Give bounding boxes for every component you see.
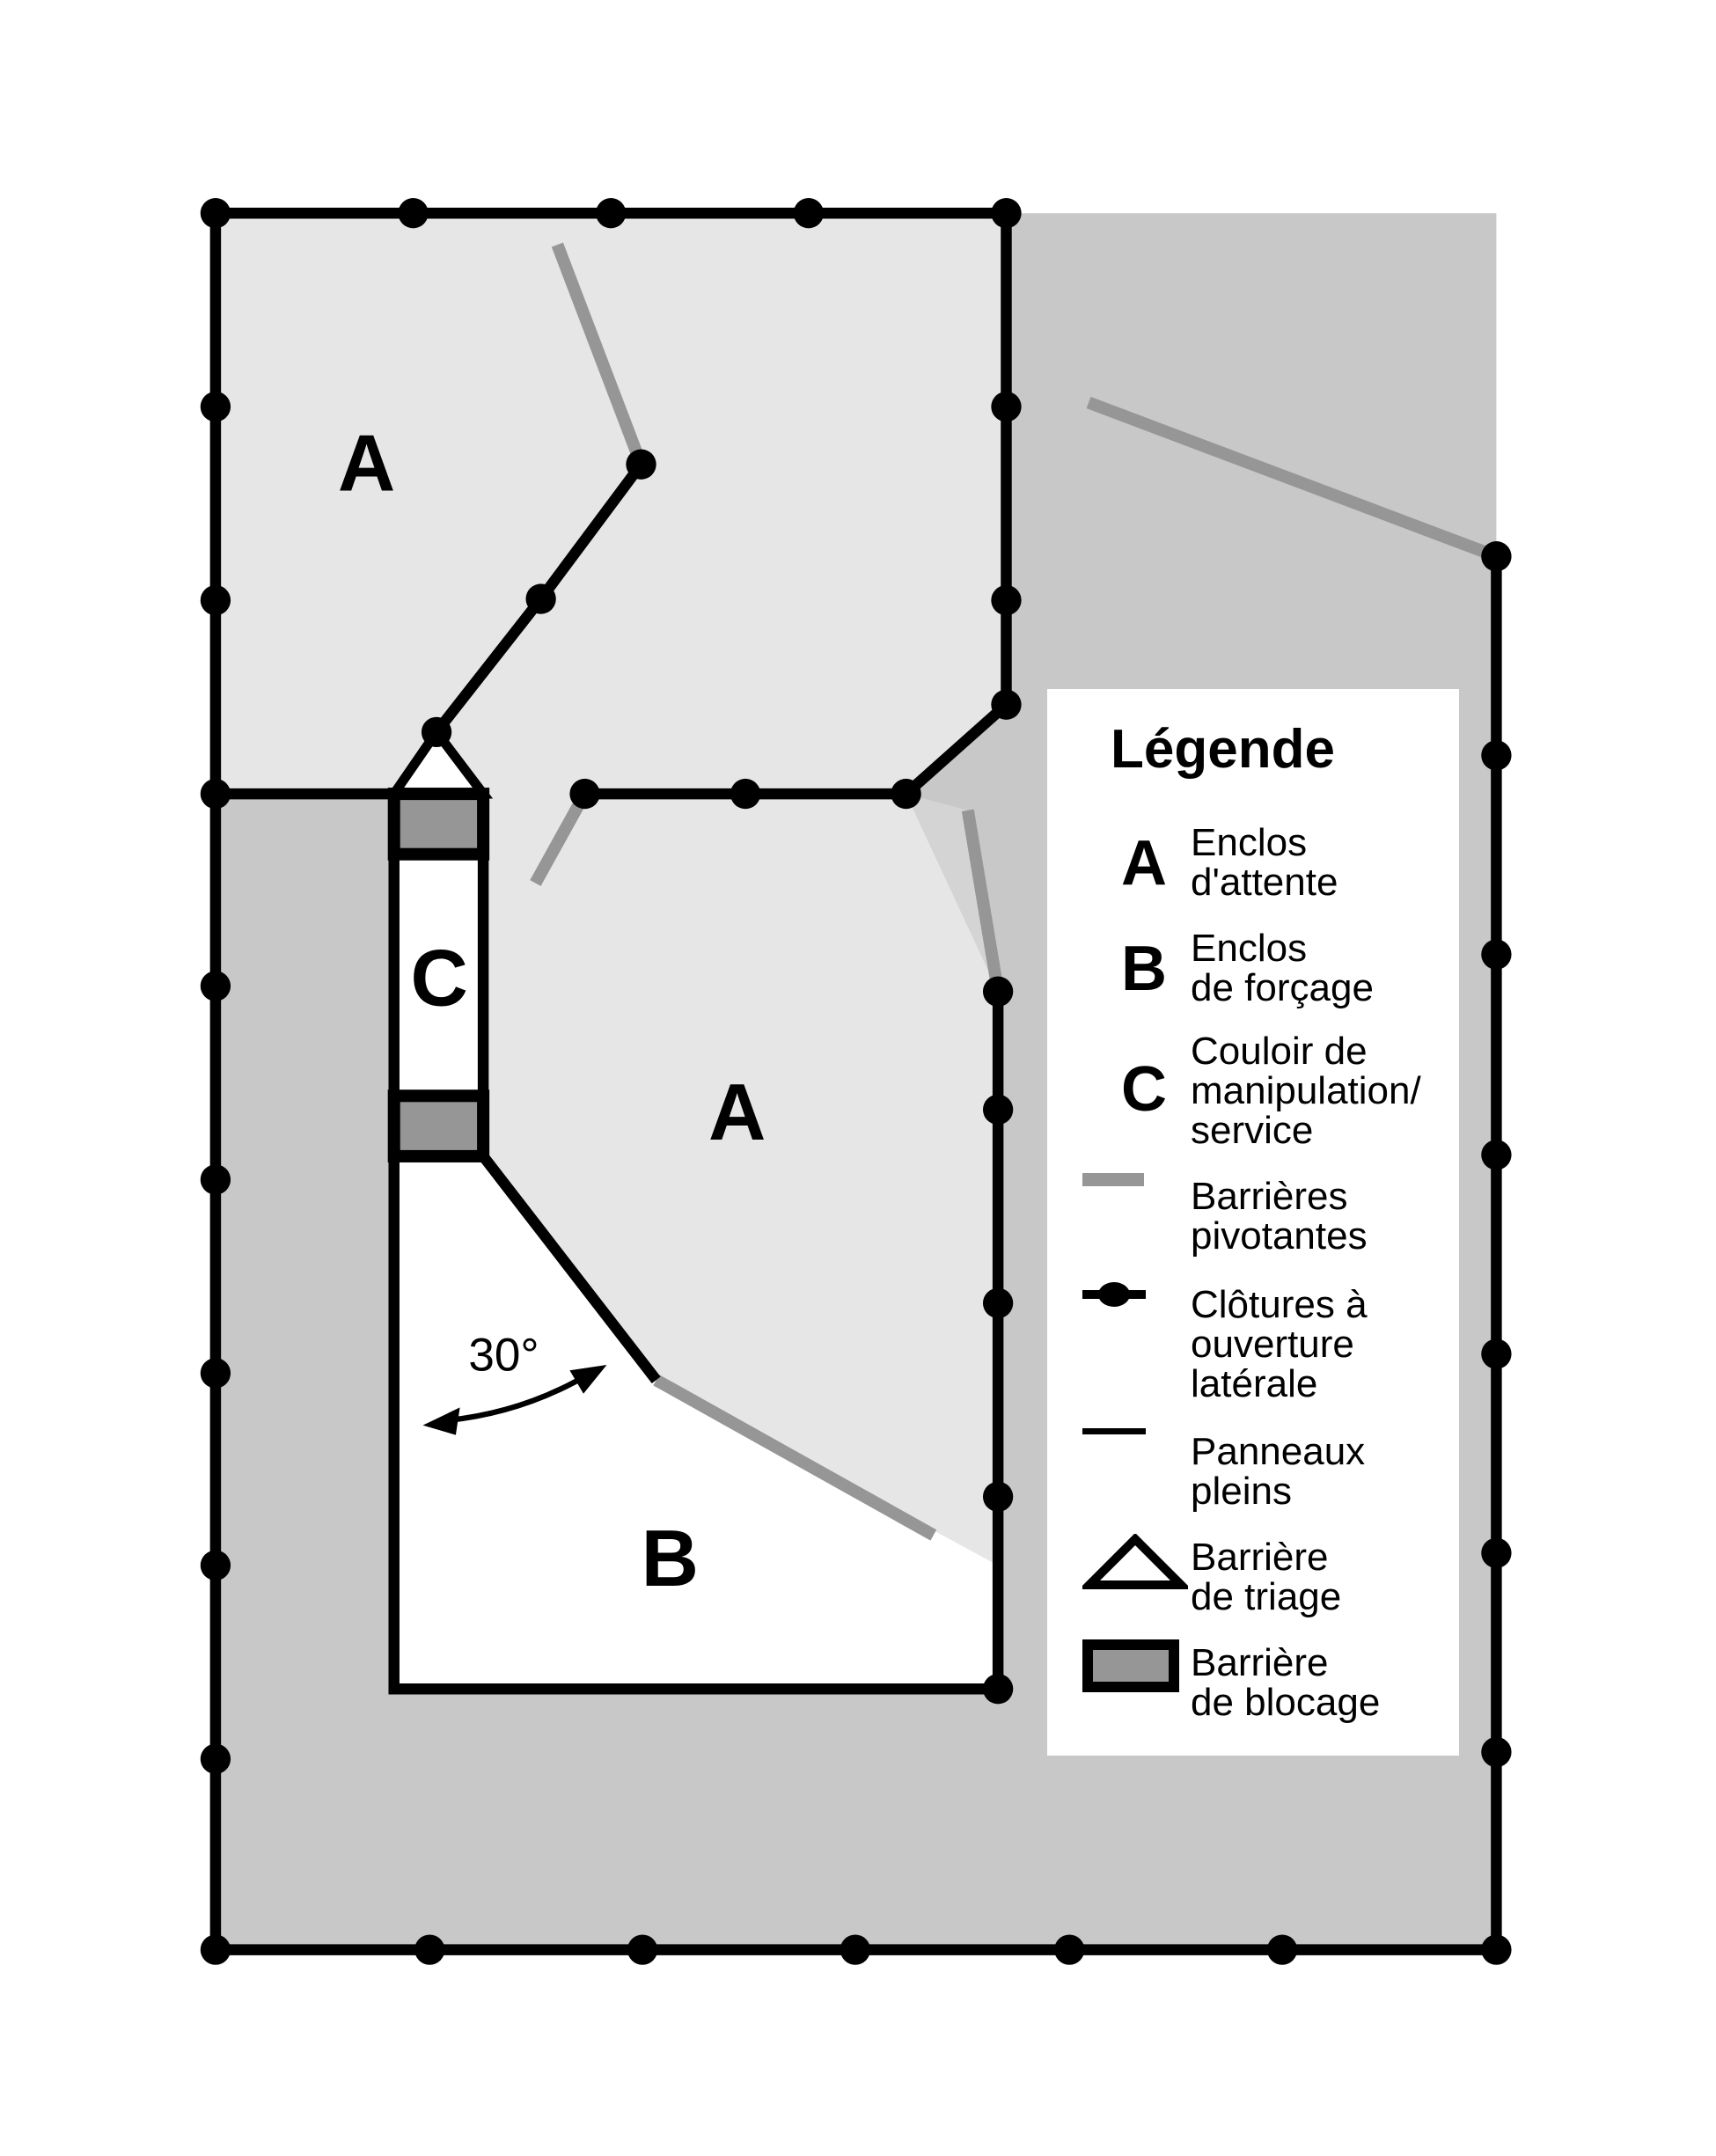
legend-item-solid-panel: Panneaux pleins (1047, 1428, 1459, 1516)
zone-label-a-mid: A (708, 1068, 766, 1157)
legend-label: Barrières pivotantes (1191, 1175, 1368, 1258)
crowding-pen-b (393, 1155, 999, 1690)
legend-symbol-c: C (1121, 1054, 1167, 1125)
legend-label: Couloir de manipulation/ service (1191, 1030, 1421, 1152)
legend-label: Clôtures à ouverture latérale (1191, 1283, 1368, 1405)
legend-title: Légende (1111, 719, 1335, 780)
zone-label-c: C (411, 934, 468, 1023)
swing-gate[interactable] (961, 809, 1005, 993)
legend-item-holding-pen: A Enclos d'attente (1047, 819, 1459, 907)
zone-label-b: B (642, 1514, 699, 1603)
gate-swing-area (906, 794, 999, 992)
legend-label: Enclos de forçage (1191, 927, 1374, 1009)
legend-item-swing-gate: Barrières pivotantes (1047, 1173, 1459, 1261)
legend-item-corridor: C Couloir de manipulation/ service (1047, 1028, 1459, 1151)
angle-arrow-icon (422, 1365, 607, 1435)
swing-gate[interactable] (653, 1375, 937, 1541)
blocking-gate-bottom[interactable] (387, 1089, 490, 1162)
fence-post-icon (1082, 1282, 1146, 1307)
legend-item-side-fence: Clôtures à ouverture latérale (1047, 1281, 1459, 1404)
legend-symbol-b: B (1121, 934, 1167, 1004)
swing-gate[interactable] (530, 790, 590, 886)
legend-item-sorting-gate: Barrière de triage (1047, 1534, 1459, 1622)
swing-gate-icon (1082, 1173, 1144, 1186)
zone-label-a-top: A (338, 419, 395, 508)
blocking-gate-icon (1082, 1639, 1179, 1692)
fence-pen-b (388, 794, 1004, 1695)
legend-symbol-a: A (1121, 828, 1167, 898)
legend-label: Barrière de triage (1191, 1536, 1342, 1618)
legend-label: Panneaux pleins (1191, 1430, 1366, 1513)
blocking-gate-top[interactable] (387, 788, 490, 861)
legend-label: Barrière de blocage (1191, 1641, 1381, 1724)
solid-panel-icon (1082, 1428, 1146, 1434)
legend: Légende A Enclos d'attente B Enclos de f… (1047, 689, 1459, 1756)
fence-posts (200, 198, 1512, 1965)
legend-item-blocking-gate: Barrière de blocage (1047, 1639, 1459, 1727)
swing-gates (530, 242, 1499, 1541)
legend-item-crowding-pen: B Enclos de forçage (1047, 925, 1459, 1013)
crowd-pen-solid-panel (479, 1153, 661, 1384)
angle-label: 30° (468, 1329, 539, 1381)
swing-gate[interactable] (551, 242, 648, 467)
triangle-icon (1082, 1534, 1188, 1589)
legend-label: Enclos d'attente (1191, 821, 1338, 904)
swing-gate[interactable] (1086, 396, 1499, 562)
holding-pen-a-mid (483, 794, 999, 1566)
